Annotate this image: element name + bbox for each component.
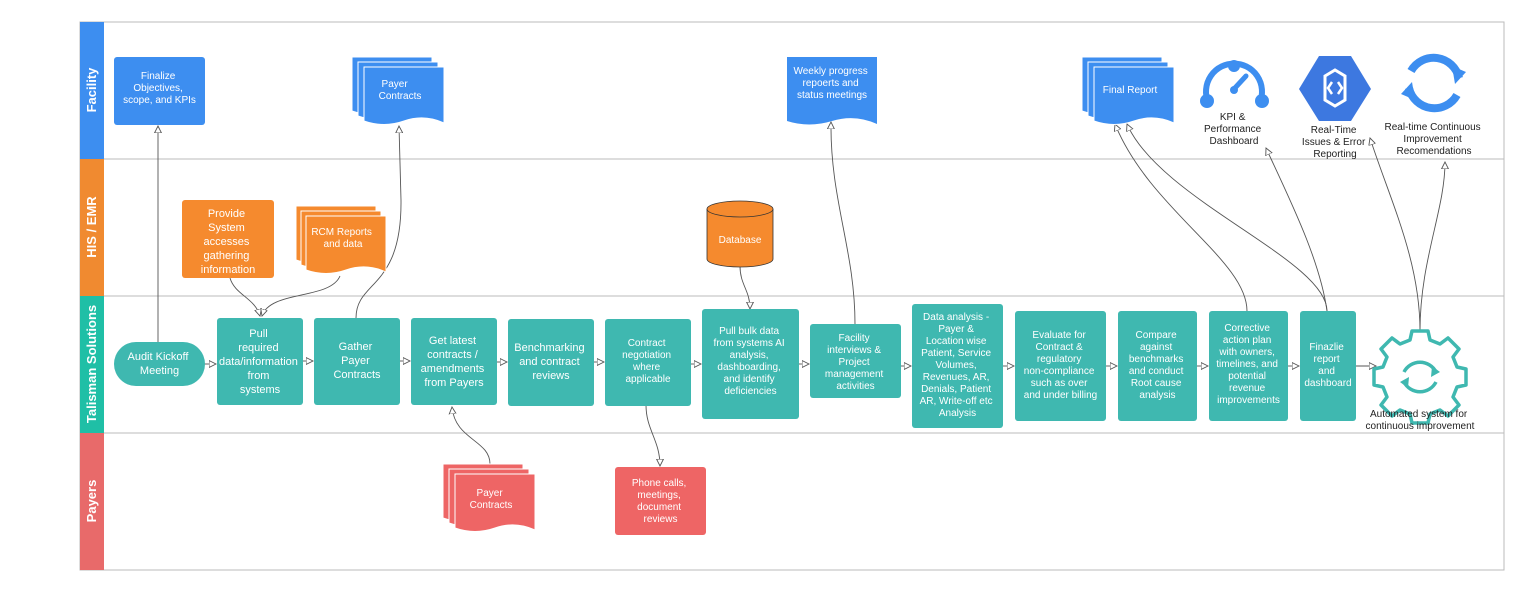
node-contract-negotiation-label: Contract negotiation where applicable (622, 338, 674, 385)
issue-reporting-hexagon-icon (1299, 56, 1371, 121)
node-provide-access-label: Provide System accesses gathering inform… (201, 208, 255, 276)
connectors (158, 122, 1445, 466)
node-kpi-dashboard-label: KPI & Performance Dashboard (1204, 112, 1264, 147)
lane-talisman: Talisman Solutions (80, 296, 104, 433)
node-payer-contracts-payers: Payer Contracts (442, 463, 536, 532)
node-weekly-progress-label: Weekly progress repoerts and status meet… (793, 66, 870, 101)
node-get-latest: Get latest contracts / amendments from P… (411, 318, 497, 405)
node-facility-interviews: Facility interviews & Project management… (810, 324, 901, 398)
node-payer-contracts-facility-label: Payer Contracts (379, 79, 422, 102)
node-final-report-label: Final Report (1103, 85, 1158, 96)
node-pull-required-label: Pull required data/information from syst… (219, 328, 301, 396)
node-database: Database (706, 200, 774, 268)
node-data-analysis: Data analysis - Payer & Location wise Pa… (912, 304, 1003, 428)
node-kpi-dashboard: KPI & Performance Dashboard (1200, 60, 1269, 147)
node-audit-kickoff: Audit Kickoff Meeting (114, 342, 205, 386)
node-finalize-objectives-label: Finalize Objectives, scope, and KPIs (123, 71, 196, 106)
lane-label-his-emr: HIS / EMR (84, 196, 99, 258)
node-corrective-action: Corrective action plan with owners, time… (1209, 311, 1288, 421)
node-automated-system-label: Automated system for continuous improvem… (1366, 409, 1475, 432)
lane-payers: Payers (80, 433, 104, 570)
lane-label-facility: Facility (84, 67, 99, 113)
lane-label-payers: Payers (84, 480, 99, 523)
node-gather-contracts: Gather Payer Contracts (314, 318, 400, 405)
node-rcm-reports-label: RCM Reports and data (311, 227, 374, 250)
node-automated-system: Automated system for continuous improvem… (1366, 329, 1475, 432)
node-finalize-report: Finazlie report and dashboard (1300, 311, 1356, 421)
refresh-cycle-icon (1401, 53, 1466, 113)
gauge-icon (1200, 60, 1269, 108)
node-pull-bulk: Pull bulk data from systems AI analysis,… (702, 309, 799, 419)
node-data-analysis-label: Data analysis - Payer & Location wise Pa… (920, 312, 996, 419)
node-get-latest-label: Get latest contracts / amendments from P… (421, 335, 488, 389)
lane-facility: Facility (80, 22, 104, 159)
node-compare-benchmarks: Compare against benchmarks and conduct R… (1118, 311, 1197, 421)
node-provide-access: Provide System accesses gathering inform… (182, 200, 274, 278)
node-database-label: Database (719, 235, 762, 246)
node-realtime-improvement-label: Real-time Continuous Improvement Recomen… (1385, 122, 1484, 157)
node-final-report: Final Report (1081, 56, 1175, 125)
node-facility-interviews-label: Facility interviews & Project management… (825, 333, 886, 392)
node-evaluate-contract: Evaluate for Contract & regulatory non-c… (1015, 311, 1106, 421)
node-gather-contracts-label: Gather Payer Contracts (333, 341, 381, 381)
node-compare-benchmarks-label: Compare against benchmarks and conduct R… (1129, 330, 1186, 401)
node-corrective-action-label: Corrective action plan with owners, time… (1216, 323, 1280, 406)
node-realtime-issues-label: Real-Time Issues & Error Reporting (1302, 125, 1368, 160)
node-benchmarking-label: Benchmarking and contract reviews (514, 342, 587, 382)
node-phone-calls: Phone calls, meetings, document reviews (615, 467, 706, 535)
lane-label-talisman: Talisman Solutions (84, 305, 99, 423)
node-weekly-progress: Weekly progress repoerts and status meet… (787, 57, 877, 125)
node-pull-bulk-label: Pull bulk data from systems AI analysis,… (714, 326, 788, 397)
node-payer-contracts-payers-label: Payer Contracts (470, 488, 513, 511)
node-finalize-report-label: Finazlie report and dashboard (1304, 342, 1351, 389)
node-finalize-objectives: Finalize Objectives, scope, and KPIs (114, 57, 205, 125)
node-benchmarking: Benchmarking and contract reviews (508, 319, 594, 406)
node-payer-contracts-facility: Payer Contracts (351, 56, 445, 125)
automation-gear-icon (1372, 329, 1468, 425)
node-pull-required: Pull required data/information from syst… (217, 318, 303, 405)
node-contract-negotiation: Contract negotiation where applicable (605, 319, 691, 406)
node-rcm-reports: RCM Reports and data (295, 205, 387, 274)
node-audit-kickoff-label: Audit Kickoff Meeting (127, 351, 191, 377)
node-evaluate-contract-label: Evaluate for Contract & regulatory non-c… (1024, 330, 1097, 401)
node-phone-calls-label: Phone calls, meetings, document reviews (632, 478, 689, 525)
node-realtime-improvement: Real-time Continuous Improvement Recomen… (1385, 53, 1484, 157)
lane-his-emr: HIS / EMR (80, 159, 104, 296)
node-realtime-issues: Real-Time Issues & Error Reporting (1299, 56, 1371, 160)
